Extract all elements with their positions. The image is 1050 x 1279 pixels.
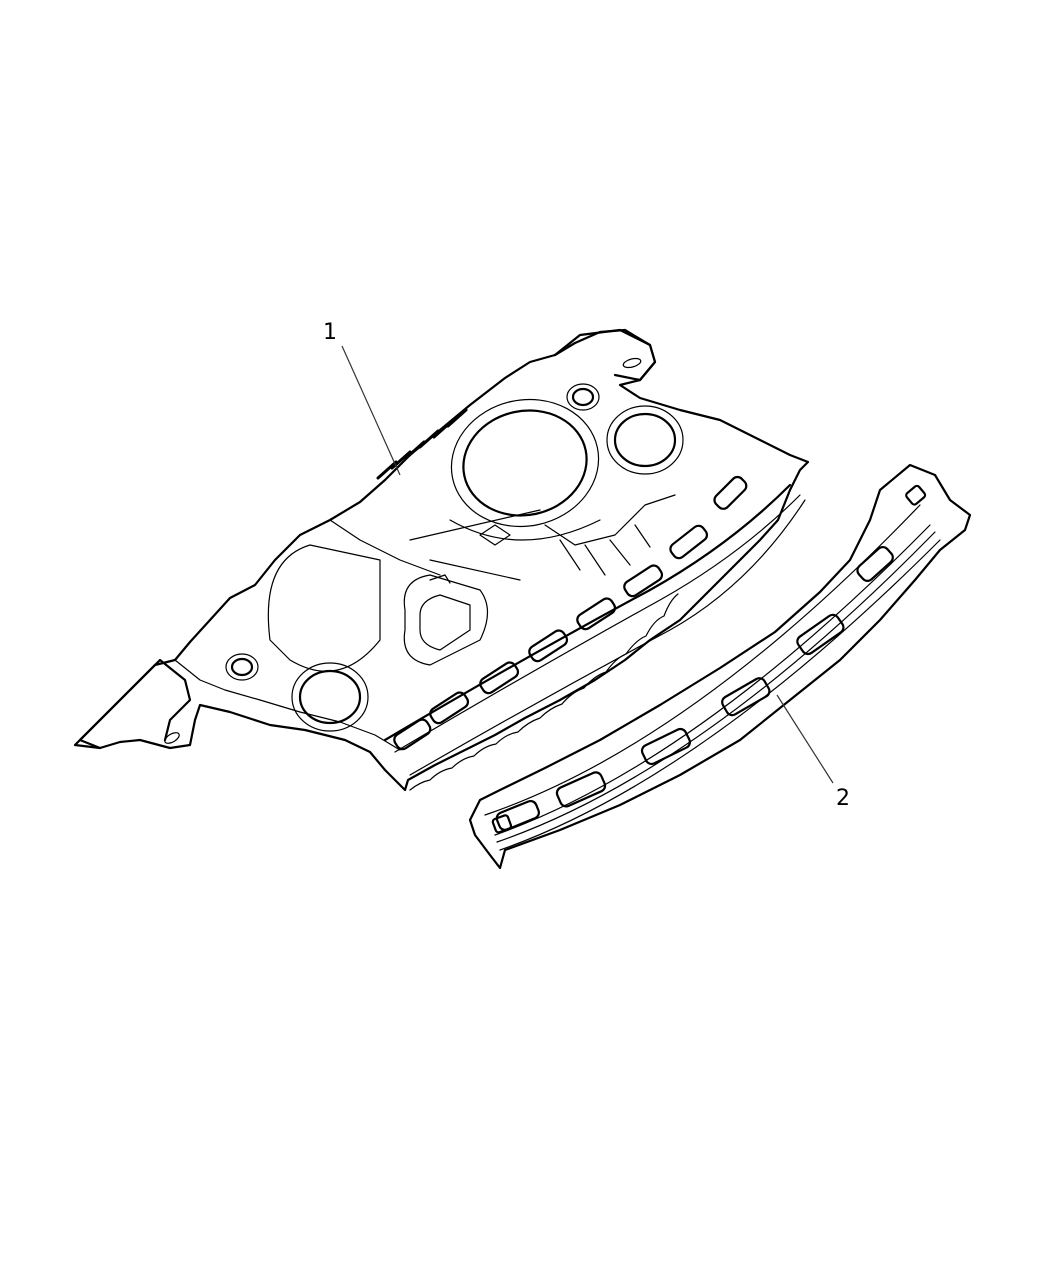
callout-1: 1 bbox=[323, 320, 337, 345]
callout-2: 2 bbox=[836, 786, 850, 811]
slot-row-top bbox=[376, 408, 468, 480]
leader-line-1 bbox=[341, 345, 401, 476]
part-1-floor-pan bbox=[73, 328, 810, 792]
pocket-row-crossmember bbox=[491, 484, 927, 834]
pocket-row-front bbox=[393, 475, 748, 751]
leader-line-2 bbox=[776, 694, 834, 784]
part-2-crossmember bbox=[468, 463, 972, 870]
